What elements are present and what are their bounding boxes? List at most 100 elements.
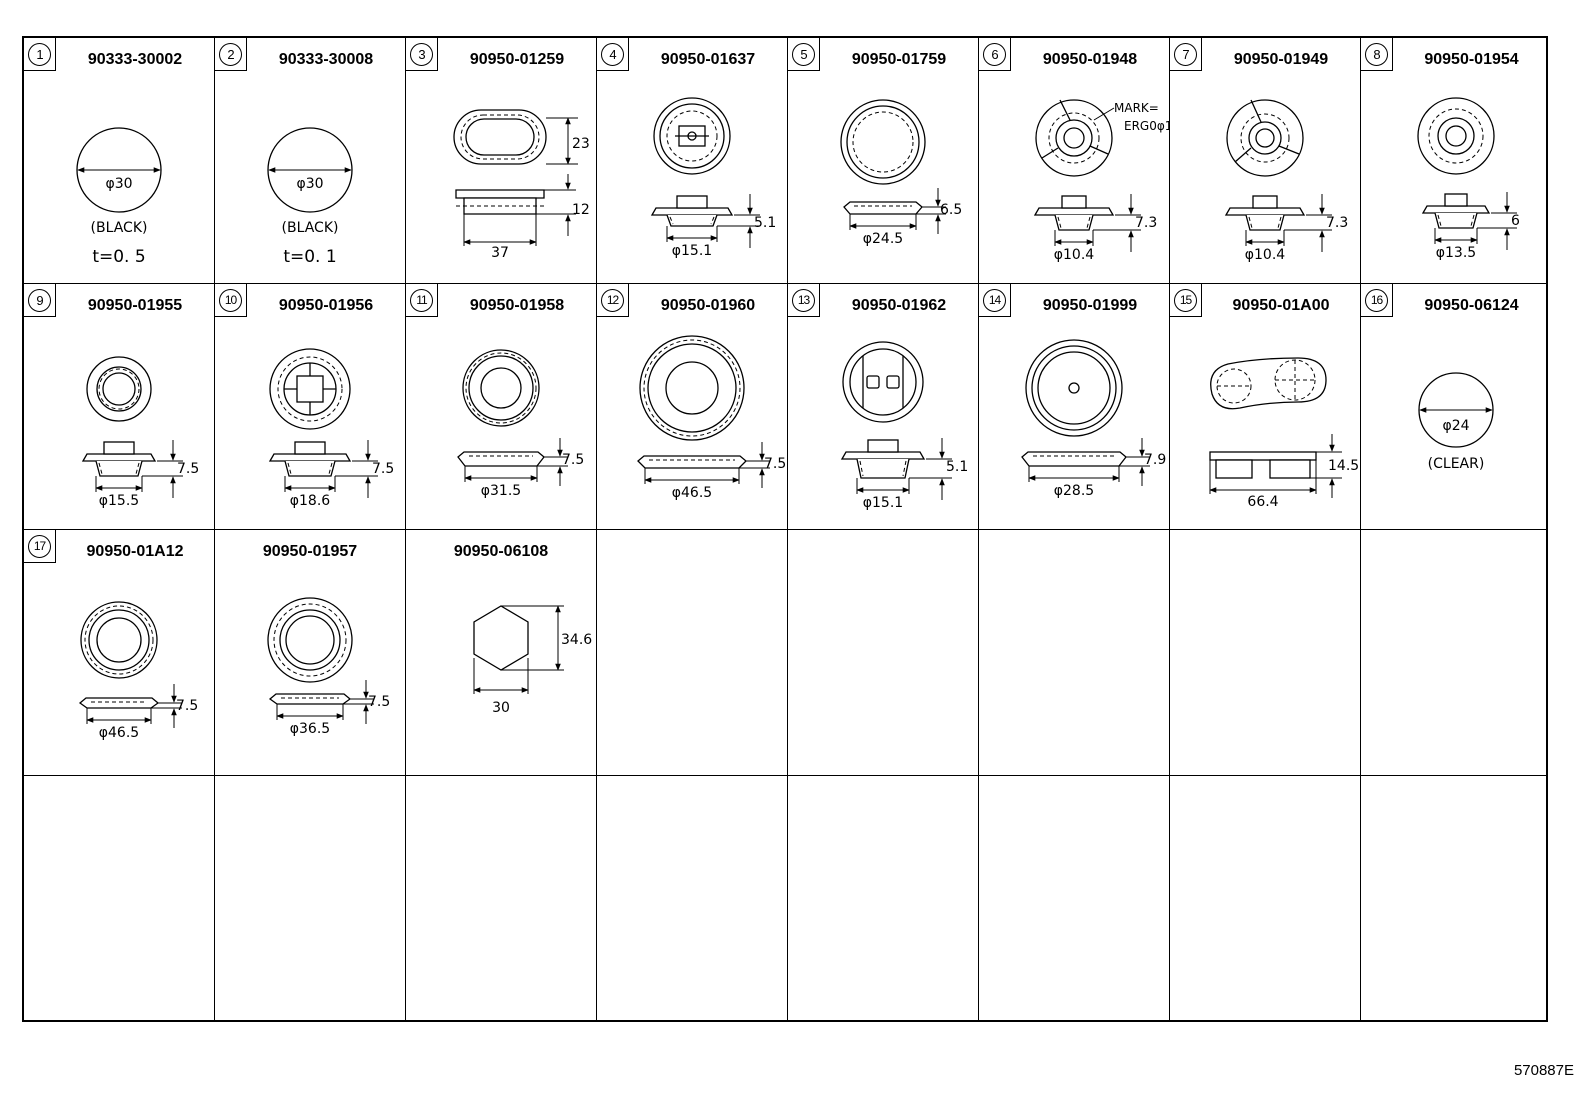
part-drawing: 5.1 φ15.1	[650, 97, 776, 259]
part-number: 90950-01958	[469, 297, 565, 314]
dimension-label: 66.4	[1247, 494, 1278, 510]
part-cell: 4 90950-01637 5.1 φ15.1	[597, 38, 788, 284]
dimension-label: 7.5	[764, 456, 786, 472]
empty-cell	[1361, 776, 1546, 1020]
part-number: 90950-01955	[87, 297, 183, 314]
dimension-label: (BLACK)	[282, 220, 339, 236]
dimension-label: φ46.5	[99, 725, 139, 741]
dimension-label: t=0. 5	[92, 247, 145, 267]
part-drawing: 7.5 φ46.5	[637, 335, 786, 501]
item-number-badge: 4	[597, 38, 629, 71]
part-number: 90950-01960	[660, 297, 756, 314]
dimension-label: 6	[1511, 213, 1520, 229]
dimension-label: 14.5	[1328, 458, 1359, 474]
item-number-badge: 15	[1170, 284, 1202, 317]
item-number: 13	[792, 288, 815, 312]
part-number: 90950-01999	[1042, 297, 1138, 314]
part-number: 90950-01956	[278, 297, 374, 314]
dimension-label: 30	[492, 700, 510, 716]
dimension-label: 5.1	[754, 215, 776, 231]
part-number: 90950-01A12	[86, 543, 184, 560]
dimension-label: 7.3	[1326, 215, 1348, 231]
dimension-label: φ13.5	[1436, 245, 1476, 261]
part-drawing: 7.5 φ15.5	[81, 356, 199, 509]
part-number: 90950-01948	[1042, 51, 1138, 68]
item-number-badge: 11	[406, 284, 438, 317]
dimension-label: 5.1	[946, 459, 968, 475]
empty-cell	[979, 530, 1170, 776]
dimension-label: φ15.5	[99, 493, 139, 509]
item-number: 3	[410, 42, 433, 66]
part-drawing: φ30(BLACK)t=0. 1	[267, 127, 353, 267]
part-cell: 15 90950-01A00 14.5 66.4	[1170, 284, 1361, 530]
dimension-label: 34.6	[561, 632, 592, 648]
empty-cell	[406, 776, 597, 1020]
dimension-label: 7.5	[562, 452, 584, 468]
item-number: 10	[219, 288, 242, 312]
dimension-label: ERG0φ10	[1124, 119, 1169, 133]
dimension-label: φ24.5	[863, 231, 903, 247]
part-cell: 9 90950-01955 7.5 φ15.5	[24, 284, 215, 530]
dimension-label: 7.5	[177, 461, 199, 477]
item-number: 6	[983, 42, 1006, 66]
dimension-label: 6.5	[940, 202, 962, 218]
item-number: 16	[1365, 288, 1388, 312]
dimension-label: (BLACK)	[91, 220, 148, 236]
item-number-badge: 2	[215, 38, 247, 71]
empty-cell	[788, 530, 979, 776]
empty-cell	[1361, 530, 1546, 776]
dimension-label: 7.5	[368, 694, 390, 710]
item-number: 12	[601, 288, 624, 312]
empty-cell	[979, 776, 1170, 1020]
item-number-badge: 9	[24, 284, 56, 317]
part-number: 90333-30008	[278, 51, 374, 68]
item-number-badge: 8	[1361, 38, 1393, 71]
part-drawing: φ30(BLACK)t=0. 5	[76, 127, 162, 267]
dimension-label: 7.5	[372, 461, 394, 477]
dimension-label: φ30	[296, 176, 323, 192]
item-number-badge: 17	[24, 530, 56, 563]
part-drawing: 7.5 φ31.5	[457, 349, 584, 499]
item-number-badge: 13	[788, 284, 820, 317]
part-cell: 12 90950-01960 7.5 φ46.5	[597, 284, 788, 530]
item-number: 14	[983, 288, 1006, 312]
part-cell: 11 90950-01958 7.5 φ31.5	[406, 284, 597, 530]
empty-cell	[1170, 776, 1361, 1020]
item-number-badge: 3	[406, 38, 438, 71]
dimension-label: φ36.5	[290, 721, 330, 737]
dimension-label: φ31.5	[481, 483, 521, 499]
part-number: 90950-01A00	[1232, 297, 1330, 314]
item-number: 2	[219, 42, 242, 66]
part-drawing: 6 φ13.5	[1417, 97, 1520, 261]
empty-cell	[788, 776, 979, 1020]
part-number: 90950-01759	[851, 51, 947, 68]
dimension-label: φ10.4	[1054, 247, 1095, 263]
item-number: 11	[410, 288, 433, 312]
dimension-label: φ15.1	[672, 243, 712, 259]
part-number: 90950-01637	[660, 51, 756, 68]
dimension-label: φ46.5	[672, 485, 712, 501]
empty-cell	[1170, 530, 1361, 776]
part-drawing: 14.5 66.4	[1209, 357, 1359, 510]
dimension-label: 12	[572, 202, 590, 218]
part-drawing: 6.5 φ24.5	[840, 99, 962, 247]
item-number: 9	[28, 288, 51, 312]
